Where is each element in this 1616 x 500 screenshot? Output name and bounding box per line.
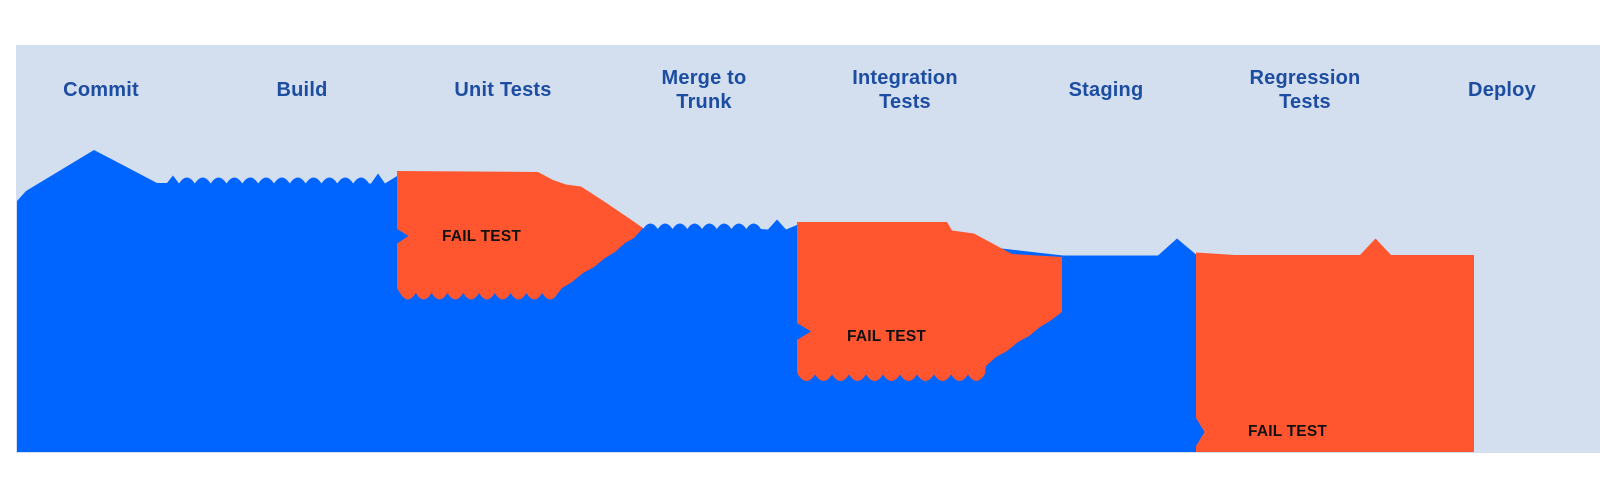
stage-label-build: Build — [276, 79, 328, 101]
fail-region-integration-tests — [797, 222, 1062, 381]
stage-label-merge-to-trunk: Merge to Trunk — [661, 67, 747, 113]
stage-label-commit: Commit — [63, 79, 139, 101]
stage-label-integration-tests: Integration Tests — [852, 67, 958, 113]
stage-label-staging: Staging — [1068, 79, 1144, 101]
stage-label-unit-tests: Unit Tests — [454, 79, 552, 101]
stage-label-deploy: Deploy — [1468, 79, 1536, 101]
fail-region-regression-tests — [1196, 238, 1474, 452]
fail-test-label-3: FAIL TEST — [1248, 423, 1328, 440]
fail-region-unit-tests — [397, 171, 643, 300]
stage-label-regression-tests: Regression Tests — [1249, 67, 1361, 113]
fail-test-label-2: FAIL TEST — [847, 328, 927, 345]
fail-test-label-1: FAIL TEST — [442, 228, 522, 245]
